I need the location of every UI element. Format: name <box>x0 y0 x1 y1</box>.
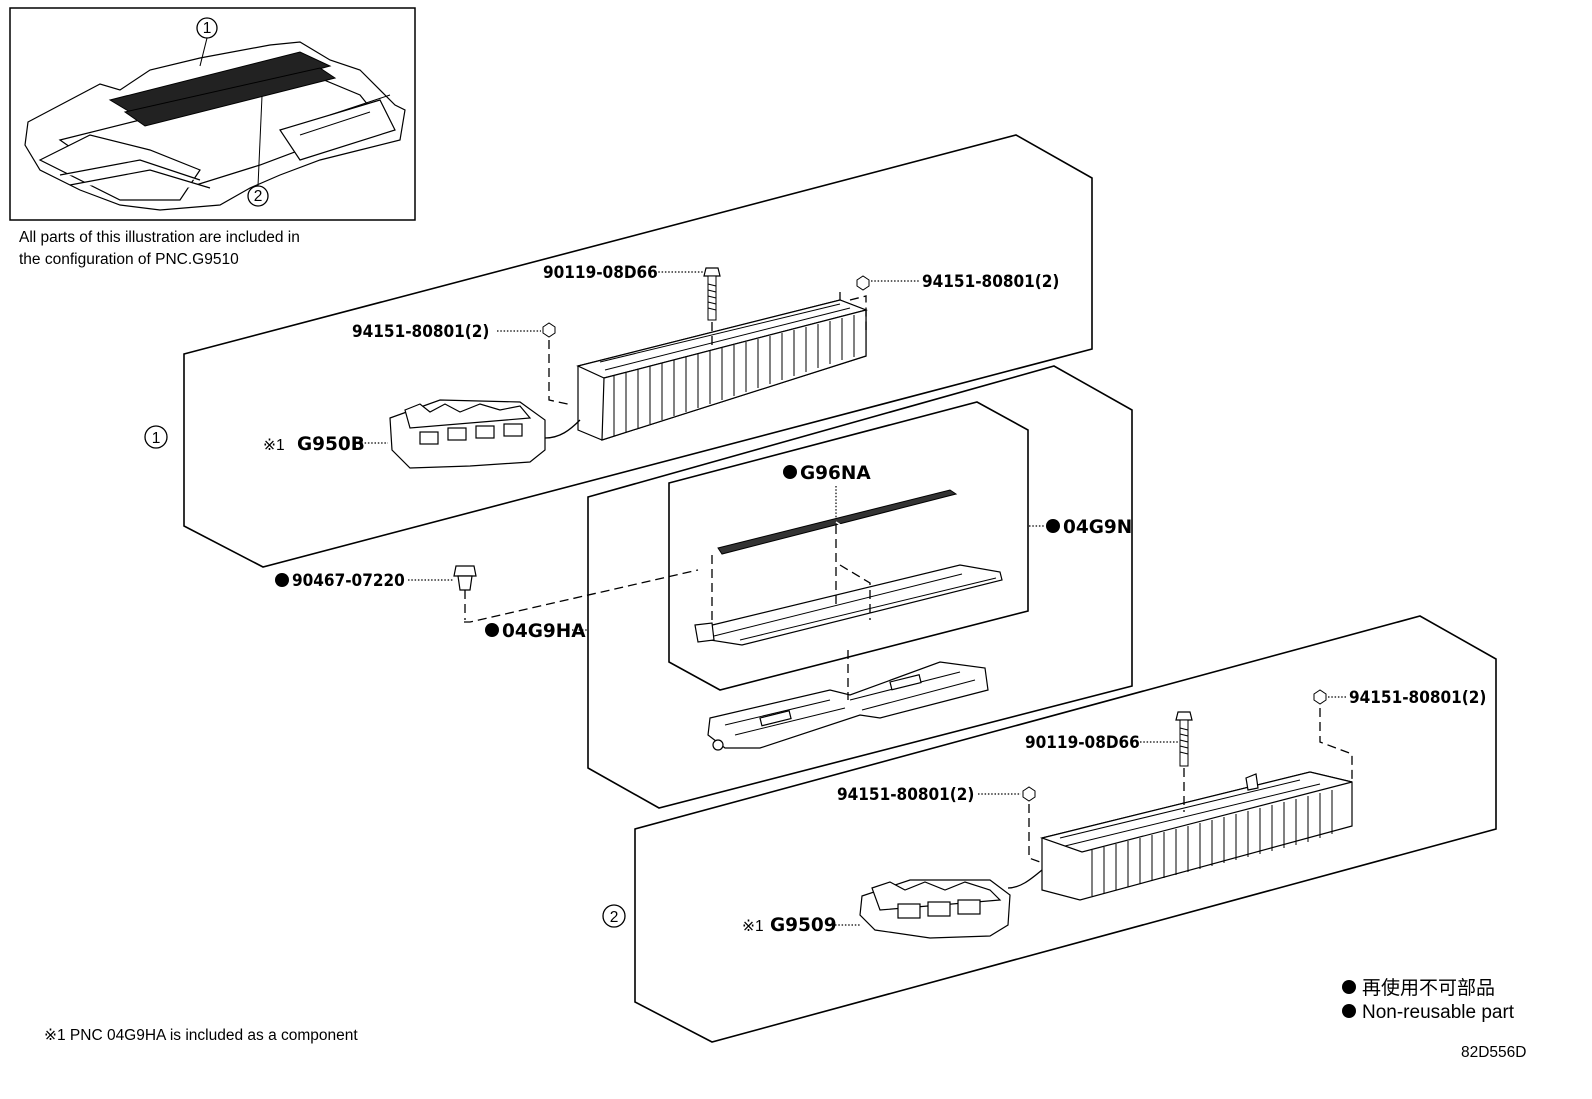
label-nut-lower-right: 94151-80801(2) <box>1349 688 1486 708</box>
callout-2-inset <box>247 185 269 207</box>
label-bolt-lower: 90119-08D66 <box>1025 733 1140 753</box>
inset-overview: 1 2 <box>9 7 416 221</box>
label-pnc-04g9n: 04G9N <box>1063 517 1132 538</box>
callout-2-inset-text: 2 <box>254 188 263 205</box>
callout-2 <box>602 904 626 928</box>
nonreusable-dot-04g9ha <box>485 623 499 637</box>
label-pnc-g96na: G96NA <box>800 463 871 484</box>
tray-cover <box>707 661 989 751</box>
label-pnc-g9509: G9509 <box>770 915 837 936</box>
label-pnc-g950b: G950B <box>297 434 365 455</box>
callout-1-inset-text: 1 <box>203 20 212 37</box>
callout-2-text: 2 <box>610 909 619 926</box>
nonreusable-dot-g96na <box>783 465 797 479</box>
label-bolt-upper: 90119-08D66 <box>543 263 658 283</box>
legend-dot-jp <box>1342 980 1356 994</box>
label-clip: 90467-07220 <box>292 571 405 591</box>
battery-stack-upper <box>576 299 868 441</box>
ecu-lower <box>859 879 1011 939</box>
bolt-lower <box>1175 711 1193 767</box>
ecu-upper <box>389 399 546 469</box>
legend-jp: 再使用不可部品 <box>1362 977 1495 999</box>
plate-bracket <box>694 564 1003 646</box>
inset-note-line1: All parts of this illustration are inclu… <box>19 229 300 246</box>
callout-1-inset <box>196 17 218 39</box>
seal-strip <box>717 489 958 555</box>
battery-stack-lower <box>1039 771 1353 901</box>
label-note-mark-upper: ※1 <box>263 437 285 454</box>
footnote: ※1 PNC 04G9HA is included as a component <box>44 1027 358 1044</box>
label-pnc-04g9ha: 04G9HA <box>502 621 586 642</box>
nut-lower-left <box>1022 786 1036 802</box>
bolt-upper <box>703 267 721 321</box>
label-nut-upper-left: 94151-80801(2) <box>352 322 489 342</box>
inset-note-line2: the configuration of PNC.G9510 <box>19 251 239 268</box>
nut-upper-right <box>856 275 870 291</box>
nonreusable-dot-04g9n <box>1046 519 1060 533</box>
group-box-2 <box>634 615 1497 1043</box>
label-nut-lower-left: 94151-80801(2) <box>837 785 974 805</box>
nut-upper-left <box>542 322 556 338</box>
nonreusable-dot-clip <box>275 573 289 587</box>
label-nut-upper-right: 94151-80801(2) <box>922 272 1059 292</box>
legend-dot-en <box>1342 1004 1356 1018</box>
callout-1-text: 1 <box>152 430 161 447</box>
group-box-1 <box>183 134 1093 568</box>
group-box-04G9N <box>668 401 1029 691</box>
callout-1 <box>144 425 168 449</box>
legend-en: Non-reusable part <box>1362 1002 1515 1023</box>
label-note-mark-lower: ※1 <box>742 918 764 935</box>
clip-part <box>453 565 477 620</box>
diagram-id: 82D556D <box>1461 1044 1527 1061</box>
nut-lower-right <box>1313 689 1327 705</box>
group-box-04G9HA <box>587 365 1133 809</box>
